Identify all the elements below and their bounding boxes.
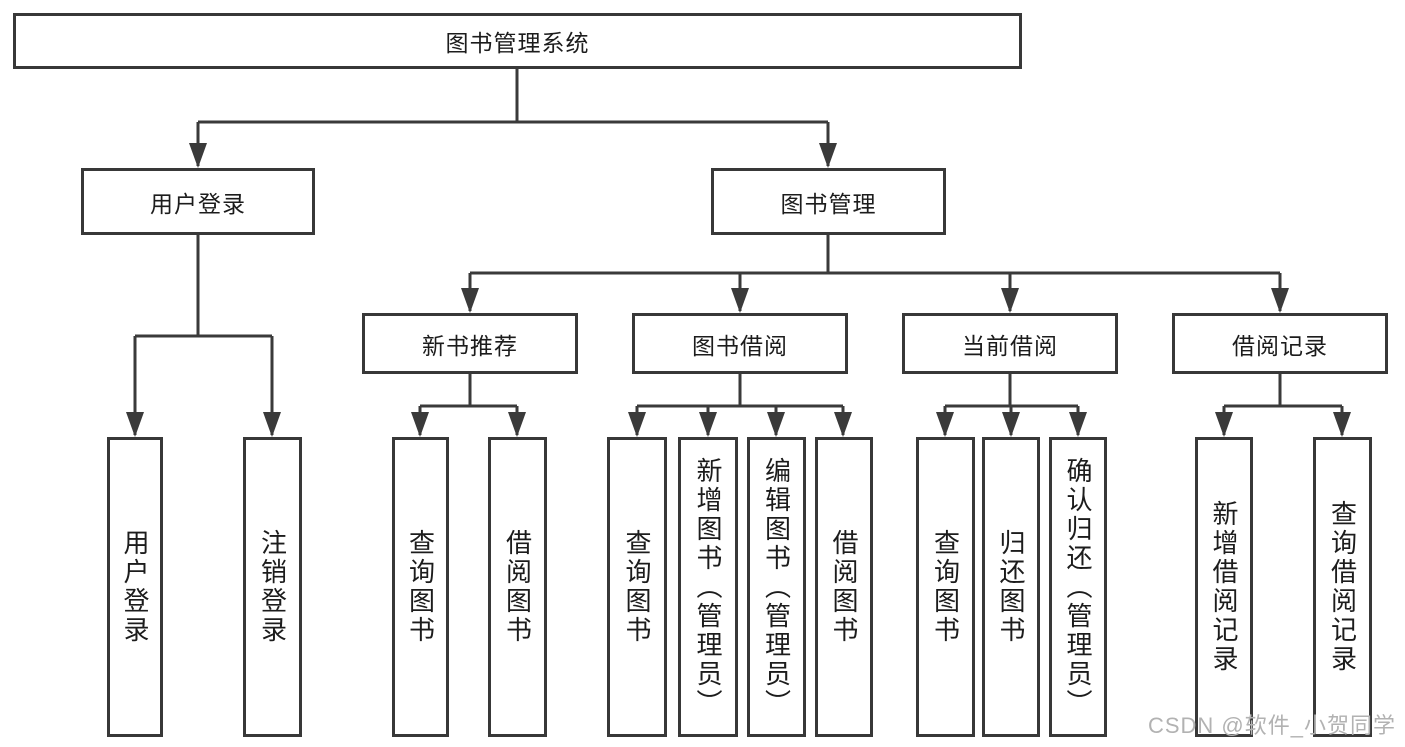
node-current-borrowing: 当前借阅 <box>902 313 1118 374</box>
node-label: 借阅图书 <box>502 529 533 645</box>
arrowhead-icon <box>767 412 785 437</box>
node-label: 用户登录 <box>120 529 150 645</box>
leaf-borrowing-edit-books-admin: 编辑图书（管理员） <box>747 437 806 737</box>
connector-book-mgmt-to-level3 <box>461 235 1289 313</box>
arrowhead-icon <box>1001 288 1019 313</box>
connector-new-book-to-leaves <box>411 374 526 437</box>
node-label: 当前借阅 <box>962 332 1058 359</box>
arrowhead-icon <box>461 288 479 313</box>
node-label: 查询图书 <box>405 529 436 645</box>
node-label: 注销登录 <box>257 529 288 645</box>
leaf-current-return-books: 归还图书 <box>982 437 1040 737</box>
node-label: 新书推荐 <box>422 332 518 359</box>
node-label: 借阅图书 <box>829 529 859 645</box>
node-label: 用户登录 <box>150 190 246 217</box>
node-label: 确认归还（管理员） <box>1063 456 1093 718</box>
leaf-borrowing-borrow-books: 借阅图书 <box>815 437 873 737</box>
leaf-current-confirm-return-admin: 确认归还（管理员） <box>1049 437 1107 737</box>
node-new-book-recommend: 新书推荐 <box>362 313 578 374</box>
arrowhead-icon <box>1002 412 1020 437</box>
leaf-records-query-record: 查询借阅记录 <box>1313 437 1372 737</box>
connector-user-login-to-leaves <box>126 235 281 437</box>
node-user-login: 用户登录 <box>81 168 315 235</box>
arrowhead-icon <box>731 288 749 313</box>
arrowhead-icon <box>411 412 429 437</box>
arrowhead-icon <box>699 412 717 437</box>
arrowhead-icon <box>1271 288 1289 313</box>
node-label: 借阅记录 <box>1232 332 1328 359</box>
arrowhead-icon <box>936 412 954 437</box>
node-label: 编辑图书（管理员） <box>761 456 792 718</box>
arrowhead-icon <box>508 412 526 437</box>
csdn-watermark: CSDN @软件_小贺同学 <box>1147 713 1396 738</box>
arrowhead-icon <box>834 412 852 437</box>
arrowhead-icon <box>1215 412 1233 437</box>
node-label: 图书借阅 <box>692 332 788 359</box>
connector-borrow-records-to-leaves <box>1215 374 1351 437</box>
node-label: 查询图书 <box>622 529 652 645</box>
leaf-borrowing-add-books-admin: 新增图书（管理员） <box>678 437 738 737</box>
leaf-recommend-borrow-books: 借阅图书 <box>488 437 547 737</box>
node-label: 归还图书 <box>996 529 1026 645</box>
connector-book-borrow-to-leaves <box>628 374 852 437</box>
leaf-borrowing-query-books: 查询图书 <box>607 437 667 737</box>
node-label: 图书管理系统 <box>445 30 590 56</box>
node-label: 图书管理 <box>780 190 877 217</box>
node-label: 新增借阅记录 <box>1209 500 1239 674</box>
leaf-recommend-query-books: 查询图书 <box>392 437 449 737</box>
arrowhead-icon <box>1333 412 1351 437</box>
node-label: 新增图书（管理员） <box>693 456 723 718</box>
leaf-records-add-record: 新增借阅记录 <box>1195 437 1253 737</box>
node-book-borrowing: 图书借阅 <box>632 313 848 374</box>
connector-root-to-level2 <box>189 68 837 168</box>
leaf-current-query-books: 查询图书 <box>916 437 975 737</box>
arrowhead-icon <box>1069 412 1087 437</box>
leaf-logout-login: 注销登录 <box>243 437 302 737</box>
arrowhead-icon <box>628 412 646 437</box>
arrowhead-icon <box>126 412 144 437</box>
node-borrowing-records: 借阅记录 <box>1172 313 1388 374</box>
node-label: 查询借阅记录 <box>1327 500 1358 674</box>
node-book-management: 图书管理 <box>711 168 946 235</box>
node-root-library-system: 图书管理系统 <box>13 13 1022 69</box>
connector-current-borrow-to-leaves <box>936 374 1087 437</box>
arrowhead-icon <box>819 143 837 168</box>
arrowhead-icon <box>263 412 281 437</box>
arrowhead-icon <box>189 143 207 168</box>
node-label: 查询图书 <box>930 529 961 645</box>
leaf-user-login: 用户登录 <box>107 437 163 737</box>
